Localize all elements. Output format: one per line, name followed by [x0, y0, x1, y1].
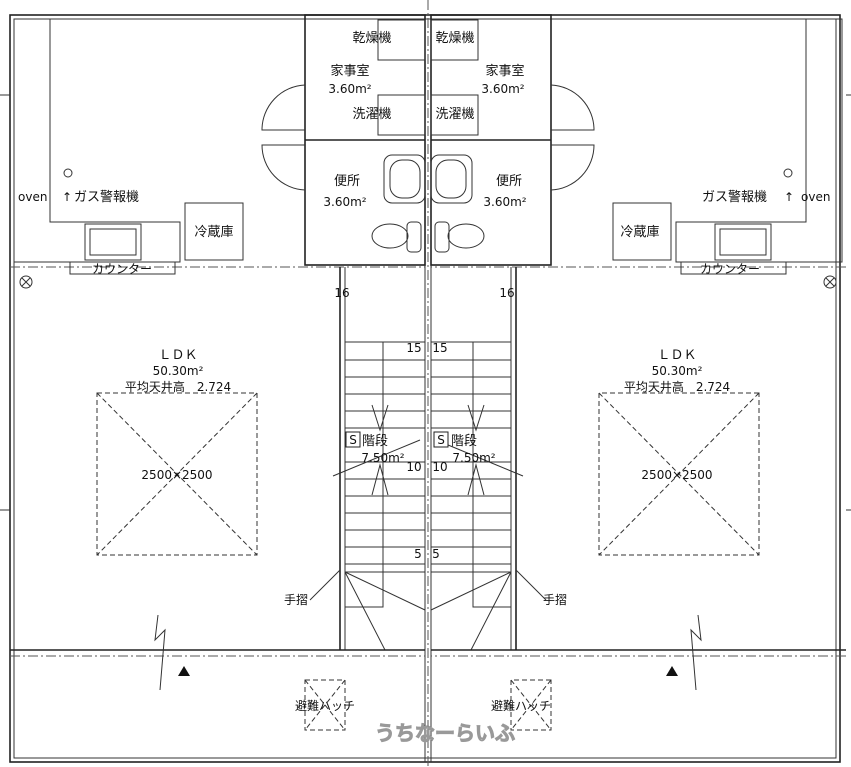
handrail-label: 手摺: [543, 592, 567, 607]
counter-label: カウンター: [92, 262, 152, 276]
step-number: 16: [334, 286, 349, 300]
handrail-leader: [309, 569, 341, 601]
ldk-name: ＬＤＫ: [657, 348, 696, 363]
void-size: 2500×2500: [141, 468, 212, 482]
cut-line: [332, 439, 421, 477]
ldk-area: 50.30m²: [153, 364, 204, 378]
toilet-area: 3.60m²: [483, 195, 526, 209]
stairs-area: 7.50m²: [361, 451, 404, 465]
utility-room-name: 家事室: [485, 63, 524, 79]
ldk-name: ＬＤＫ: [158, 348, 197, 363]
gas-alarm-label: ガス警報機: [74, 189, 139, 205]
window-break: [154, 614, 166, 691]
dryer-box: [377, 19, 426, 61]
gas-alarm-mark: [63, 168, 73, 178]
step-number: 16: [499, 286, 514, 300]
handrail-label: 手摺: [284, 592, 308, 607]
kitchen-counter: [13, 18, 181, 263]
unit-right-labels: 乾燥機 家事室 3.60m² 洗濯機 便所 3.60m² ガス警報機 ↑ ove…: [432, 31, 830, 713]
toilet-bowl: [371, 223, 409, 249]
door-swing: [261, 144, 306, 191]
step-number: 15: [432, 341, 447, 355]
step-number: 10: [406, 460, 421, 474]
counter-bar: [69, 261, 176, 275]
washbasin-bowl: [389, 159, 421, 199]
oven-label: oven: [801, 190, 830, 204]
sink: [84, 223, 142, 261]
void-size: 2500×2500: [641, 468, 712, 482]
utility-room-area: 3.60m²: [328, 82, 371, 96]
utility-room-name: 家事室: [330, 63, 369, 79]
fridge-label: 冷蔵庫: [620, 225, 659, 240]
step-number: 5: [414, 547, 422, 561]
step-number: 10: [432, 460, 447, 474]
dryer-label: 乾燥機: [352, 31, 391, 46]
hatch-label: 避難ハッチ: [491, 698, 551, 713]
utility-room-area: 3.60m²: [481, 82, 524, 96]
triangle-mark: [178, 666, 190, 676]
ldk-area: 50.30m²: [652, 364, 703, 378]
stair-treads: [345, 359, 425, 565]
stairs-area: 7.50m²: [452, 451, 495, 465]
door-swing: [261, 84, 306, 131]
hatch-label: 避難ハッチ: [295, 698, 355, 713]
step-number: 15: [406, 341, 421, 355]
washer-label: 洗濯機: [435, 107, 474, 122]
gas-alarm-arrow: ↑: [784, 190, 794, 204]
fridge-label: 冷蔵庫: [194, 225, 233, 240]
counter-label: カウンター: [700, 262, 760, 276]
s-badge-label: S: [437, 433, 445, 447]
toilet-name: 便所: [334, 174, 360, 189]
toilet-name: 便所: [496, 174, 522, 189]
exhaust-fan-icon: [19, 275, 33, 289]
s-badge: [345, 431, 361, 448]
stair-landing-lines: [344, 571, 426, 651]
ceiling-void: [96, 392, 258, 556]
s-badge: [433, 431, 449, 448]
unit-left-geometry: [0, 14, 426, 731]
gas-alarm-arrow: ↑: [62, 190, 72, 204]
unit-left-labels: 乾燥機 家事室 3.60m² 洗濯機 便所 3.60m² oven ↑ ガス警報…: [18, 31, 422, 713]
dryer-label: 乾燥機: [435, 31, 474, 46]
fridge-box: [184, 202, 244, 261]
stairs-name: 階段: [451, 434, 477, 449]
exhaust-fan-cross: [21, 277, 31, 287]
s-badge-label: S: [349, 433, 357, 447]
void-cross: [96, 392, 258, 556]
sink-bowl: [89, 228, 137, 256]
ldk-ceiling-height: 平均天井高 2.724: [125, 379, 231, 394]
watermark: うちなーらいふ: [375, 721, 515, 745]
toilet-tank: [406, 221, 422, 253]
washbasin: [383, 154, 426, 204]
hatch-cross: [304, 679, 346, 731]
washer-box: [377, 94, 426, 136]
unit-right-geometry: [430, 14, 851, 731]
toilet-area: 3.60m²: [323, 195, 366, 209]
hatch-box: [304, 679, 346, 731]
oven-label: oven: [18, 190, 47, 204]
stairs-name: 階段: [362, 434, 388, 449]
washer-label: 洗濯機: [352, 107, 391, 122]
gas-alarm-label: ガス警報機: [702, 189, 767, 205]
ldk-ceiling-height: 平均天井高 2.724: [624, 379, 730, 394]
step-number: 5: [432, 547, 440, 561]
stair-arrow: [371, 404, 389, 496]
